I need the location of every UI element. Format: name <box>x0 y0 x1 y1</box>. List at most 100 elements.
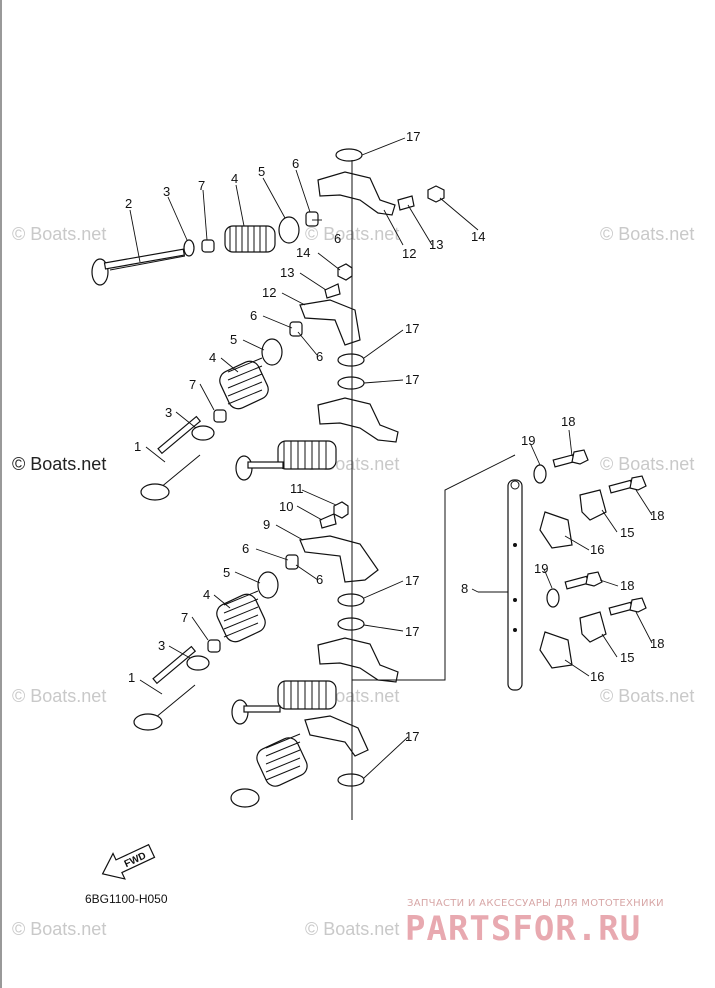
spring-seat <box>257 571 279 599</box>
brand-tagline: ЗАПЧАСТИ И АКСЕССУАРЫ ДЛЯ МОТОТЕХНИКИ <box>407 898 664 909</box>
callout-15: 15 <box>620 650 634 665</box>
rocker-arm <box>317 171 396 216</box>
valve-spring <box>277 680 337 710</box>
second-rocker-assembly <box>140 263 365 501</box>
callout-4: 4 <box>203 587 210 602</box>
upper-rocker-assembly <box>91 148 445 286</box>
leader-lines <box>129 137 653 779</box>
callout-17: 17 <box>405 624 419 639</box>
washer <box>337 376 365 390</box>
middle-rocker-assembly <box>235 397 399 481</box>
valve-cotter <box>186 655 210 671</box>
valve-retainer <box>201 239 215 253</box>
callout-3: 3 <box>158 638 165 653</box>
callout-16: 16 <box>590 669 604 684</box>
shaft-bolt <box>552 449 589 468</box>
valve-spring <box>219 357 269 410</box>
callout-4: 4 <box>231 171 238 186</box>
callout-7: 7 <box>181 610 188 625</box>
callout-6: 6 <box>316 572 323 587</box>
rocker-arm <box>299 299 361 346</box>
lock-nut <box>337 263 353 281</box>
washer <box>337 593 365 607</box>
arrow-left-icon <box>101 843 156 880</box>
callout-3: 3 <box>163 184 170 199</box>
shaft-bolt <box>564 571 603 590</box>
callout-10: 10 <box>279 499 293 514</box>
rocker-arm <box>317 397 399 443</box>
shaft-bolt <box>608 597 647 616</box>
callout-17: 17 <box>405 321 419 336</box>
watermark-text: © Boats.net <box>600 224 694 244</box>
spring-seat <box>261 338 283 366</box>
valve-retainer <box>213 409 227 423</box>
callout-4: 4 <box>209 350 216 365</box>
callout-7: 7 <box>189 377 196 392</box>
rocker-shim <box>305 211 319 227</box>
watermark-text: © Boats.net <box>600 454 694 474</box>
callout-1: 1 <box>128 670 135 685</box>
callout-5: 5 <box>230 332 237 347</box>
brand-logo-text: PARTSFOR.RU <box>405 909 641 949</box>
callout-14: 14 <box>296 245 310 260</box>
callout-16: 16 <box>590 542 604 557</box>
callout-8: 8 <box>461 581 468 596</box>
shaft-clip <box>539 511 573 549</box>
fwd-label: FWD <box>123 850 148 870</box>
callout-labels: 17 6 3 7 4 5 2 6 12 13 14 14 13 12 6 6 5… <box>125 129 664 744</box>
callout-6: 6 <box>250 308 257 323</box>
forward-arrow: FWD <box>101 843 156 880</box>
spring-seat <box>278 216 300 244</box>
washer <box>335 148 363 162</box>
watermark-text: © Boats.net <box>12 224 106 244</box>
shaft-washer <box>533 464 547 484</box>
callout-17: 17 <box>406 129 420 144</box>
callout-12: 12 <box>402 246 416 261</box>
valve-cotter <box>183 239 195 257</box>
callout-7: 7 <box>198 178 205 193</box>
callout-18: 18 <box>650 636 664 651</box>
rocker-shim <box>289 321 303 337</box>
shaft-bolt <box>608 475 647 494</box>
callout-13: 13 <box>429 237 443 252</box>
callout-18: 18 <box>620 578 634 593</box>
rocker-arm <box>299 535 379 583</box>
rocker-shaft-assembly <box>351 160 647 820</box>
callout-6: 6 <box>316 349 323 364</box>
callout-2: 2 <box>125 196 132 211</box>
valve-head <box>140 483 170 501</box>
adjust-screw <box>324 283 341 299</box>
callout-5: 5 <box>258 164 265 179</box>
shaft-clip <box>539 631 573 669</box>
bottom-rocker-assembly <box>230 637 399 808</box>
callout-11: 11 <box>290 481 304 496</box>
valve-spring <box>224 225 276 253</box>
valve-head <box>91 258 109 286</box>
callout-19: 19 <box>534 561 548 576</box>
rocker-arm <box>317 637 399 683</box>
callout-6: 6 <box>292 156 299 171</box>
callout-17: 17 <box>405 729 419 744</box>
watermark-text-dark: © Boats.net <box>12 454 106 474</box>
callout-6: 6 <box>334 231 341 246</box>
shaft-bracket-line <box>351 454 516 820</box>
callout-9: 9 <box>263 517 270 532</box>
valve-retainer <box>207 639 221 653</box>
callout-14: 14 <box>471 229 485 244</box>
lock-nut <box>333 501 349 519</box>
valve-cotter <box>191 425 215 441</box>
valve-head <box>230 788 260 808</box>
valve-spring <box>277 440 337 470</box>
callout-17: 17 <box>405 372 419 387</box>
watermark-text: © Boats.net <box>12 686 106 706</box>
callout-15: 15 <box>620 525 634 540</box>
callout-18: 18 <box>650 508 664 523</box>
watermark-text: © Boats.net <box>305 919 399 939</box>
shaft-bracket <box>579 489 607 521</box>
shaft-bracket <box>579 611 607 643</box>
callout-1: 1 <box>134 439 141 454</box>
callout-3: 3 <box>165 405 172 420</box>
rocker-arm <box>304 715 369 757</box>
callout-13: 13 <box>280 265 294 280</box>
shaft-washer <box>546 588 560 608</box>
